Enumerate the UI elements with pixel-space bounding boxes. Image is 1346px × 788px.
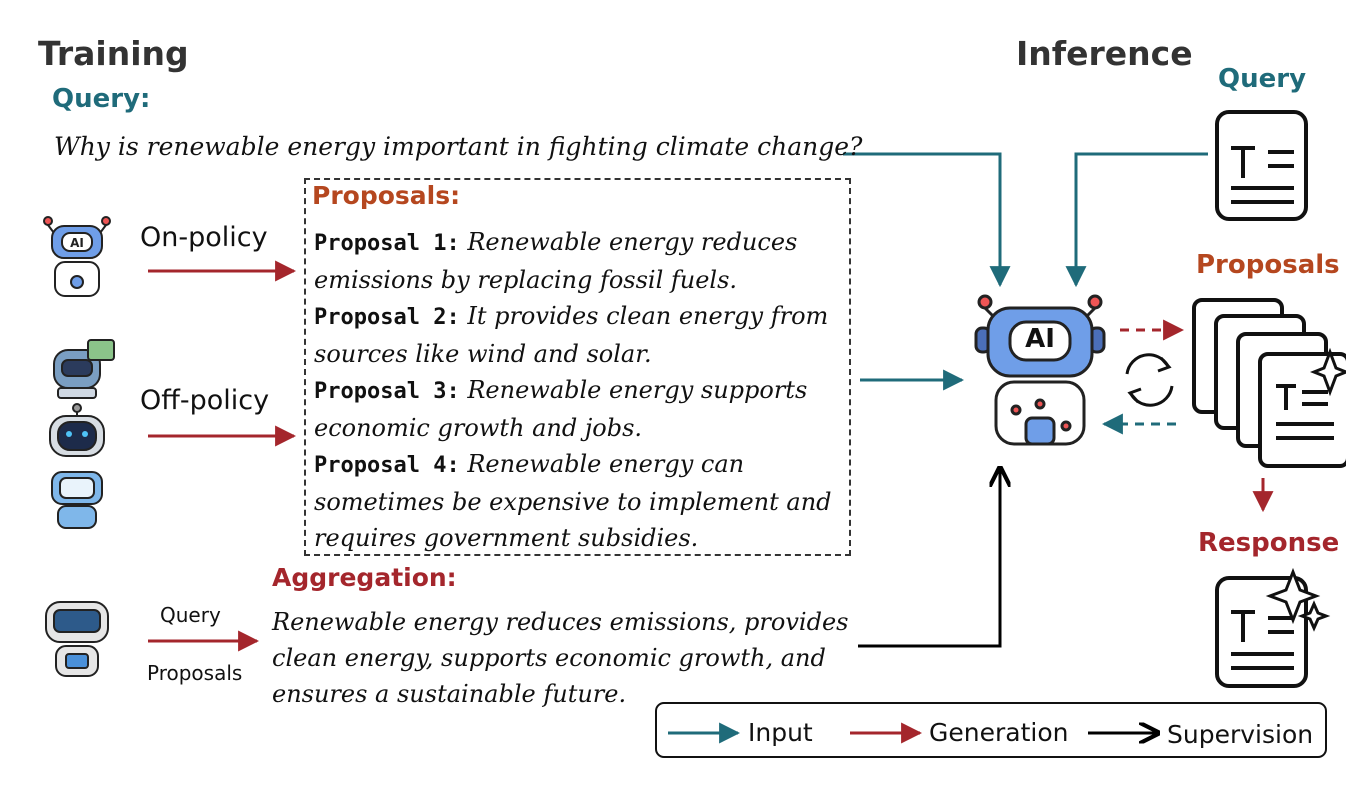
proposal-2-text: It provides clean energy from — [467, 302, 829, 330]
proposal-4-line-2: sometimes be expensive to implement and — [314, 488, 832, 516]
legend-generation-label: Generation — [929, 718, 1069, 747]
svg-text:AI: AI — [70, 236, 84, 250]
inference-proposals-heading: Proposals — [1196, 250, 1340, 280]
legend-supervision-label: Supervision — [1167, 720, 1314, 749]
proposal-3-line-2: economic growth and jobs. — [314, 414, 643, 442]
proposal-1-line-1: Proposal 1: Renewable energy reduces — [314, 224, 832, 262]
proposals-list: Proposal 1: Renewable energy reduces emi… — [314, 224, 832, 556]
proposal-3-line-1: Proposal 3: Renewable energy supports — [314, 372, 832, 410]
proposal-4-text: Renewable energy can — [467, 450, 745, 478]
inference-robot-icon — [974, 294, 1106, 446]
off-policy-robot-3-icon — [51, 471, 103, 529]
proposal-1-text: Renewable energy reduces — [467, 228, 798, 256]
aggregation-robot-icon — [45, 601, 109, 677]
proposals-heading: Proposals: — [312, 181, 461, 210]
proposals-stack-icon — [1192, 298, 1346, 468]
proposal-2-line-2: sources like wind and solar. — [314, 340, 652, 368]
proposal-4-line-1: Proposal 4: Renewable energy can — [314, 446, 832, 484]
inference-robot-badge: AI — [1025, 324, 1055, 354]
off-policy-robot-2-icon — [49, 403, 105, 457]
on-policy-label: On-policy — [140, 222, 268, 253]
query-document-icon — [1215, 110, 1308, 221]
aggregation-line-2: clean energy, supports economic growth, … — [272, 644, 826, 672]
response-document-icon — [1215, 567, 1331, 688]
off-policy-robot-1-icon — [53, 339, 115, 399]
aggregation-line-1: Renewable energy reduces emissions, prov… — [272, 608, 849, 636]
off-policy-label: Off-policy — [140, 385, 270, 416]
inference-title: Inference — [1016, 34, 1193, 73]
proposal-2-line-1: Proposal 2: It provides clean energy fro… — [314, 298, 832, 336]
proposal-2-label: Proposal 2: — [314, 305, 460, 330]
training-query-heading: Query: — [52, 84, 151, 114]
inference-query-heading: Query — [1218, 64, 1307, 94]
aggregation-heading: Aggregation: — [272, 563, 457, 592]
proposal-3-text: Renewable energy supports — [467, 376, 808, 404]
query-to-robot-arrow — [843, 152, 1011, 288]
proposal-4-label: Proposal 4: — [314, 453, 460, 478]
proposal-3-label: Proposal 3: — [314, 379, 460, 404]
supervision-arrow — [858, 468, 1000, 648]
proposal-1-line-2: emissions by replacing fossil fuels. — [314, 266, 738, 294]
legend — [655, 702, 1327, 758]
proposal-1-label: Proposal 1: — [314, 231, 460, 256]
legend-input-label: Input — [748, 718, 813, 747]
aggregation-line-3: ensures a sustainable future. — [272, 680, 627, 708]
proposal-4-line-3: requires government subsidies. — [314, 524, 699, 552]
training-query-text: Why is renewable energy important in fig… — [54, 132, 863, 161]
inference-query-arrow — [1065, 152, 1208, 288]
proposals-box — [304, 178, 851, 556]
training-title: Training — [38, 34, 189, 73]
inference-response-heading: Response — [1198, 528, 1340, 558]
on-policy-robot-icon: AI — [43, 216, 111, 297]
cycle-icon — [1125, 353, 1174, 407]
aggregation-query-label: Query — [160, 603, 221, 627]
aggregation-text: Renewable energy reduces emissions, prov… — [272, 604, 848, 712]
aggregation-proposals-label: Proposals — [147, 661, 243, 685]
